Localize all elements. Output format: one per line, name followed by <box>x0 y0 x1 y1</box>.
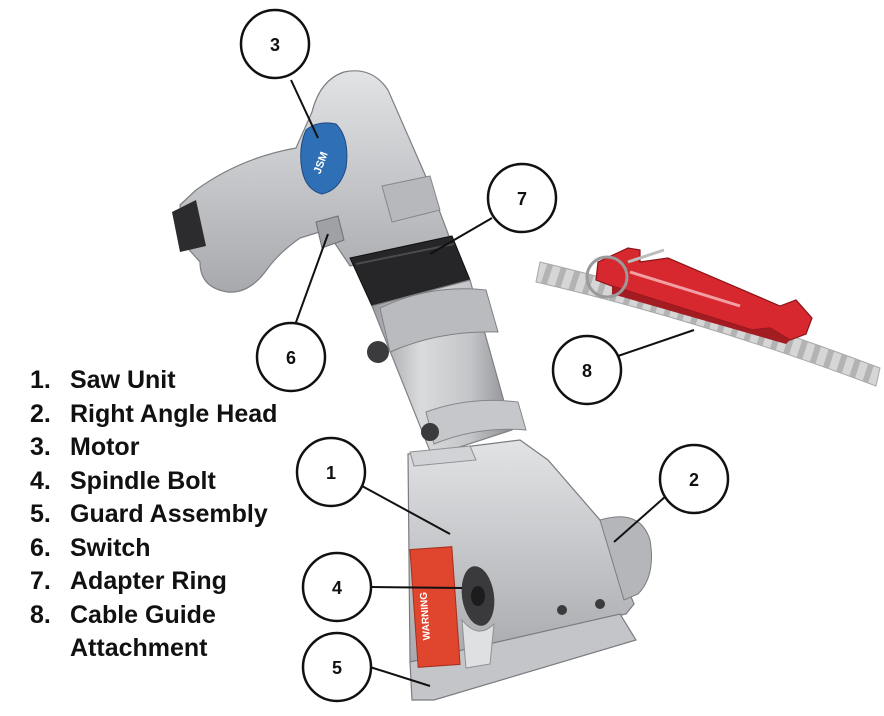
legend-number: 6. <box>30 533 51 562</box>
svg-text:4: 4 <box>332 578 342 598</box>
legend-label: Guard Assembly <box>70 500 268 528</box>
saw-unit: WARNING <box>407 439 652 701</box>
legend-label: Cable Guide Attachment <box>70 600 216 663</box>
leader-7 <box>429 217 493 255</box>
callout-6: 6 <box>255 321 327 393</box>
legend-item: 4. Spindle Bolt <box>30 465 320 499</box>
legend-label: Motor <box>70 433 140 461</box>
svg-text:8: 8 <box>582 361 592 381</box>
svg-text:6: 6 <box>286 348 296 368</box>
pull-ring <box>585 255 629 299</box>
extension-tube <box>367 279 527 457</box>
svg-text:7: 7 <box>517 189 527 209</box>
right-angle-head <box>599 516 652 601</box>
legend-number: 8. <box>30 600 51 629</box>
legend-item: 7. Adapter Ring <box>30 565 320 599</box>
legend-item: 6. Switch <box>30 532 320 566</box>
legend-label: Saw Unit <box>70 366 176 394</box>
leader-8 <box>617 329 695 357</box>
legend-number: 5. <box>30 500 51 528</box>
leader-3 <box>290 79 319 139</box>
svg-text:2: 2 <box>689 470 699 490</box>
legend-item: 8. Cable Guide Attachment <box>30 599 320 666</box>
leader-6 <box>294 233 329 326</box>
cable-guide-attachment <box>585 247 813 344</box>
legend-label: Spindle Bolt <box>70 466 216 495</box>
callout-2: 2 <box>658 443 730 515</box>
callout-4: 4 <box>301 551 373 623</box>
legend-label: Switch <box>70 533 151 562</box>
svg-text:3: 3 <box>270 35 280 55</box>
legend-number: 7. <box>30 567 51 595</box>
legend-number: 1. <box>30 366 51 394</box>
legend-number: 2. <box>30 399 51 428</box>
leader-lines <box>290 79 695 687</box>
motor: JSM <box>172 70 453 293</box>
legend-number: 4. <box>30 466 51 495</box>
legend-item: 3. Motor <box>30 431 320 465</box>
leader-4 <box>369 586 463 589</box>
callout-3: 3 <box>239 8 311 80</box>
legend-number: 3. <box>30 433 51 461</box>
callout-8: 8 <box>551 334 623 406</box>
leader-5 <box>369 666 431 687</box>
svg-text:1: 1 <box>326 463 336 483</box>
leader-2 <box>613 495 667 543</box>
leader-1 <box>361 485 451 535</box>
legend-label: Right Angle Head <box>70 399 278 428</box>
legend-item: 1. Saw Unit <box>30 364 320 398</box>
legend-label: Adapter Ring <box>70 567 227 595</box>
adapter-ring <box>349 235 471 307</box>
callout-1: 1 <box>295 436 367 508</box>
parts-legend: 1. Saw Unit 2. Right Angle Head 3. Motor 4.… <box>30 364 320 666</box>
legend-item: 5. Guard Assembly <box>30 498 320 532</box>
callout-7: 7 <box>486 162 558 234</box>
guard-assembly <box>409 613 637 701</box>
legend-item: 2. Right Angle Head <box>30 398 320 432</box>
warning-label: WARNING <box>419 591 433 640</box>
warning-decal <box>409 546 461 668</box>
svg-text:5: 5 <box>332 658 342 678</box>
callout-5: 5 <box>301 631 373 703</box>
